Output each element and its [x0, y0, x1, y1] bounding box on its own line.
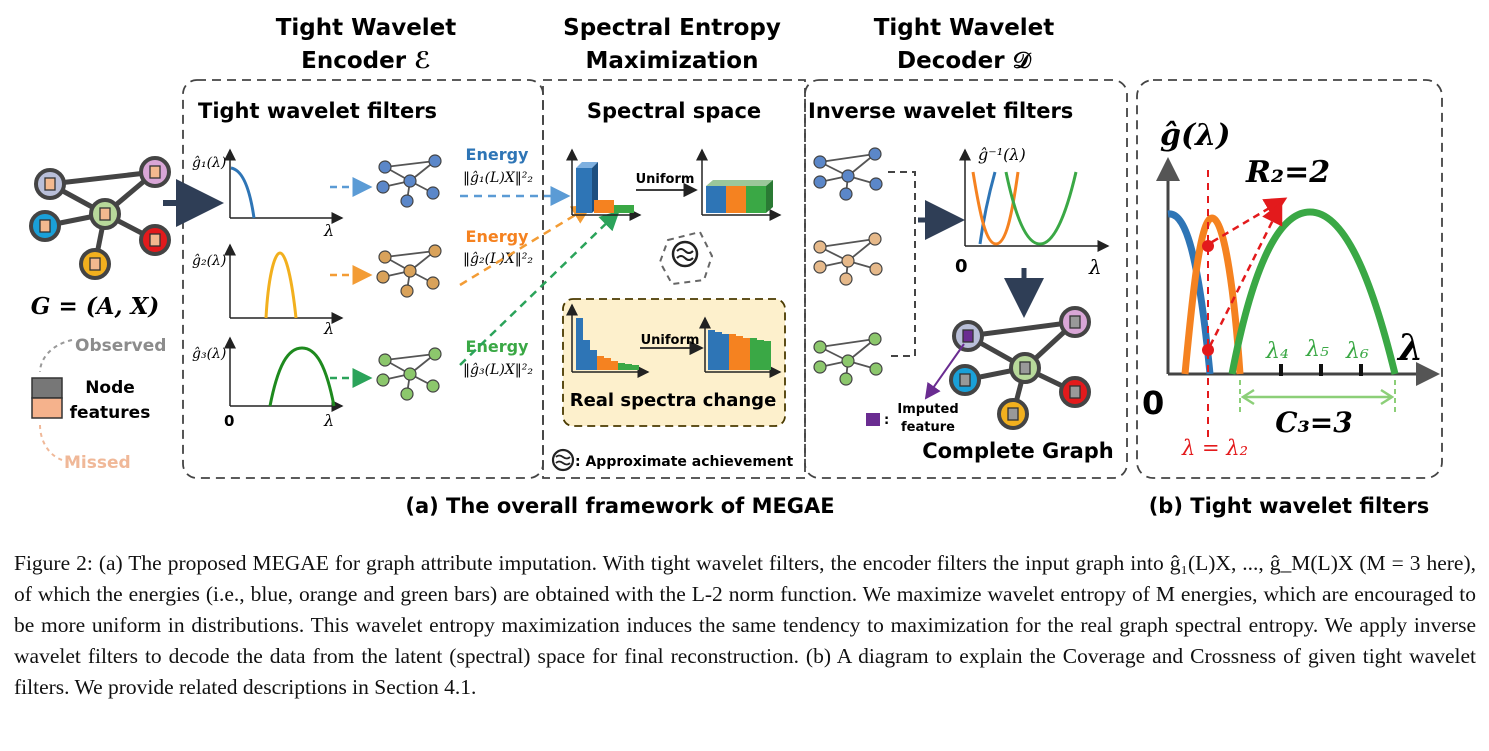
filtered-graph-2 [376, 244, 442, 298]
energy-formula-2: ‖ĝ₂(L)X‖²₂ [463, 250, 533, 267]
filter-axis-lambda-1: λ [323, 221, 334, 240]
decoder-panel [804, 79, 1128, 479]
spectral-before-chart [566, 148, 642, 221]
entropy-header-line1: Spectral Entropy [563, 15, 781, 41]
panel-b-c3: C₃=3 [1275, 406, 1353, 439]
energy-label-3: Energy [466, 337, 530, 356]
energy-label-1: Energy [466, 145, 530, 164]
filters-title: Tight wavelet filters [198, 99, 437, 123]
filter-axis-lambda-2: λ [323, 319, 334, 338]
encoder-panel [182, 79, 544, 479]
panel-b-plot [1156, 157, 1440, 440]
panel-b-zero: 0 [1142, 384, 1164, 422]
filtered-graph-3 [376, 347, 442, 401]
uniform-label-2: Uniform [641, 333, 700, 348]
legend-observed: Observed [75, 336, 166, 356]
panel-b-lambda: λ [1396, 327, 1423, 369]
spectral-title: Spectral space [587, 99, 761, 123]
filter-axis-lambda-3: λ [323, 411, 334, 430]
imputed-swatch [866, 413, 880, 426]
decoder-header-line2: Decoder 𝒟 [897, 48, 1033, 74]
panel-b-caption: (b) Tight wavelet filters [1149, 494, 1430, 518]
panel-b-y-label: ĝ(λ) [1160, 118, 1230, 153]
decoder-header-line1: Tight Wavelet [874, 15, 1055, 41]
legend-node: Node [85, 378, 135, 398]
filter-label-2: ĝ₂(λ) [192, 252, 226, 269]
legend-missed-swatch [31, 397, 63, 419]
imputed-colon: : [884, 413, 889, 428]
imputed-label-2: feature [901, 420, 955, 435]
panel-b-lambda6: λ₆ [1345, 339, 1369, 364]
approx-label: : Approximate achievement [575, 454, 793, 470]
decoder-graph-3 [813, 332, 883, 386]
real-spectra-before [566, 303, 650, 378]
decoder-graph-2 [813, 232, 883, 286]
panel-b-r2: R₂=2 [1245, 155, 1330, 190]
input-graph [29, 156, 171, 280]
figure-caption: Figure 2: (a) The proposed MEGAE for gra… [14, 551, 1476, 699]
energy-formula-3: ‖ĝ₃(L)X‖²₂ [463, 361, 533, 378]
filter-plot-3 [224, 336, 344, 412]
inverse-axis-zero: 0 [955, 256, 968, 277]
panel-b-frame [1136, 79, 1443, 479]
panel-a-caption: (a) The overall framework of MEGAE [405, 494, 834, 518]
filter-label-1: ĝ₁(λ) [192, 154, 226, 171]
imputed-label-1: Imputed [897, 402, 958, 417]
panel-b-lambda5: λ₅ [1305, 337, 1329, 362]
encoder-header-line2: Encoder ℰ [301, 48, 431, 74]
inverse-title: Inverse wavelet filters [808, 99, 1073, 123]
spectral-after-chart [696, 148, 782, 221]
filter-label-3: ĝ₃(λ) [192, 345, 226, 362]
legend-missed: Missed [64, 453, 131, 473]
panel-b-lambda4: λ₄ [1265, 339, 1289, 364]
encoder-header-line1: Tight Wavelet [276, 15, 457, 41]
filter-plot-1 [224, 148, 344, 224]
real-spectra-box [562, 298, 786, 427]
approx-icon-small [551, 448, 575, 472]
inverse-filter-label: ĝ⁻¹(λ) [978, 145, 1026, 164]
graph-label: G = (A, X) [31, 293, 159, 320]
panel-b-lambda-eq: λ = λ₂ [1181, 436, 1248, 460]
energy-label-2: Energy [466, 227, 530, 246]
filtered-graph-1 [376, 154, 442, 208]
real-spectra-after [699, 316, 782, 378]
inverse-filter-plot [959, 148, 1110, 252]
legend-observed-swatch [31, 377, 63, 399]
uniform-label-1: Uniform [636, 172, 695, 187]
decoder-graph-1 [813, 147, 883, 201]
inverse-axis-lambda: λ [1088, 255, 1102, 279]
real-spectra-label: Real spectra change [570, 390, 777, 411]
filter-plot-2 [224, 243, 344, 324]
legend-features: features [70, 403, 151, 423]
energy-formula-1: ‖ĝ₁(L)X‖²₂ [463, 169, 533, 186]
complete-graph [949, 306, 1091, 430]
complete-graph-label: Complete Graph [922, 439, 1114, 463]
framework-diagram: Tight Wavelet Encoder ℰ Spectral Entropy… [29, 15, 1443, 518]
approx-icon-large [658, 230, 714, 286]
entropy-header-line2: Maximization [586, 48, 759, 74]
filter-axis-zero: 0 [224, 412, 234, 430]
